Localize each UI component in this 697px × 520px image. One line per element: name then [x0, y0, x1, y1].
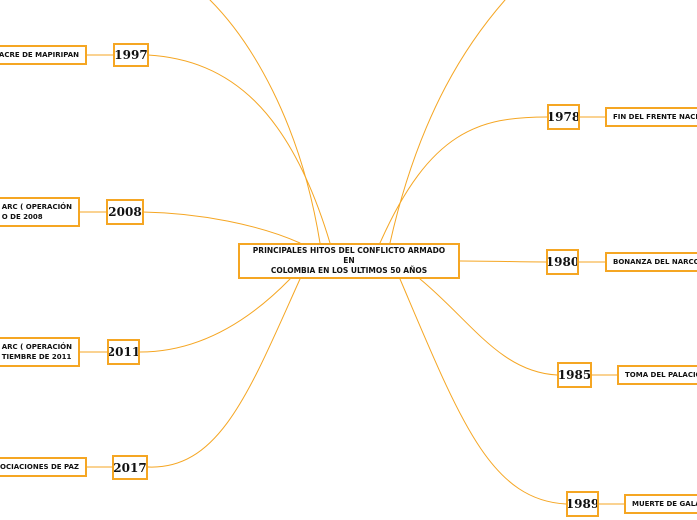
branch-top-left [209, 0, 321, 244]
branch-1978 [379, 116, 548, 244]
event-node-2008[interactable]: ARC ( OPERACIÓN O DE 2008 [0, 197, 80, 227]
branch-2011 [139, 278, 291, 353]
year-node-1980[interactable]: 1980 [546, 249, 579, 275]
year-node-1985[interactable]: 1985 [557, 362, 592, 388]
year-node-1989[interactable]: 1989 [566, 491, 599, 517]
year-node-1978[interactable]: 1978 [547, 104, 580, 130]
central-topic-line1: PRINCIPALES HITOS DEL CONFLICTO ARMADO E… [252, 246, 446, 265]
year-node-2008[interactable]: 2008 [106, 199, 144, 225]
branch-2008 [142, 211, 301, 244]
event-node-1978[interactable]: FIN DEL FRENTE NACIO [605, 107, 697, 127]
central-topic[interactable]: PRINCIPALES HITOS DEL CONFLICTO ARMADO E… [238, 243, 460, 279]
year-node-2011[interactable]: 2011 [107, 339, 140, 365]
year-node-1997[interactable]: 1997 [113, 43, 149, 67]
branch-1985 [419, 278, 558, 376]
event-node-1989[interactable]: MUERTE DE GALA [624, 494, 697, 514]
event-node-2011[interactable]: ARC ( OPERACIÓN TIEMBRE DE 2011 [0, 337, 80, 367]
branch-1980 [459, 260, 547, 263]
branch-1997 [147, 54, 331, 244]
year-node-2017[interactable]: 2017 [112, 455, 148, 480]
central-topic-line2: COLOMBIA EN LOS ULTIMOS 50 AÑOS [270, 266, 428, 275]
branch-top-right [389, 0, 506, 244]
event-node-1997[interactable]: ASACRE DE MAPIRIPAN [0, 45, 87, 65]
branch-1989 [399, 278, 567, 505]
event-node-1985[interactable]: TOMA DEL PALACIO [617, 365, 697, 385]
event-node-2017[interactable]: GOCIACIONES DE PAZ [0, 457, 87, 477]
event-node-1980[interactable]: BONANZA DEL NARCOTI [605, 252, 697, 272]
branch-2017 [147, 278, 301, 468]
